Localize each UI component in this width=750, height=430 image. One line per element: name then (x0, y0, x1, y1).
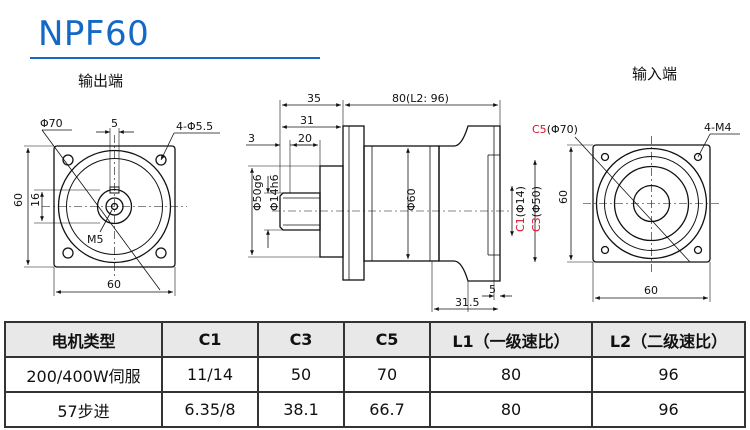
header-motor-type: 电机类型 (4, 321, 163, 358)
table-header-row: 电机类型 C1 C3 C5 L1（一级速比） L2（二级速比） (4, 321, 746, 358)
output-16-dim: 16 (29, 193, 42, 207)
side-d60-dim: Φ60 (405, 188, 418, 211)
input-flange-square (592, 144, 711, 263)
header-c3: C3 (257, 321, 345, 358)
table-cell: 200/400W伺服 (4, 356, 163, 393)
table-cell: 11/14 (161, 356, 259, 393)
header-c1: C1 (161, 321, 259, 358)
gearbox-body (363, 145, 440, 262)
side-35-dim: 35 (307, 92, 321, 105)
input-width-dim: 60 (644, 284, 658, 297)
side-c1-dim: C1(Φ14) (514, 186, 527, 232)
output-flange (342, 125, 365, 281)
output-view-label: 输出端 (78, 72, 124, 90)
output-tap-dim: M5 (87, 233, 104, 246)
side-3-dim: 3 (248, 132, 255, 145)
gearbox-side-view (246, 100, 537, 312)
technical-drawing: Φ70 5 4-Φ5.5 60 16 M5 60 (12, 92, 740, 312)
side-d50-dim: Φ50g6 (251, 174, 264, 211)
title-underline (30, 57, 320, 59)
output-bolt-hole (62, 247, 74, 259)
input-tapped-hole (693, 152, 703, 162)
side-31-dim: 31 (300, 114, 314, 127)
input-tapped-hole (693, 245, 703, 255)
table-cell: 96 (591, 356, 746, 393)
header-c5: C5 (343, 321, 431, 358)
table-cell: 96 (591, 391, 746, 428)
motor-adapter (438, 125, 501, 282)
model-title: NPF60 (38, 14, 150, 54)
output-bore-dim: Φ70 (40, 117, 63, 130)
table-cell: 38.1 (257, 391, 345, 428)
header-l2: L2（二级速比） (591, 321, 746, 358)
input-c5-dim: C5(Φ70) (532, 123, 578, 136)
output-width-dim: 60 (107, 278, 121, 291)
table-cell: 70 (343, 356, 431, 393)
input-view-label: 输入端 (632, 65, 678, 83)
input-holes-dim: 4-M4 (704, 121, 731, 134)
table-row: 57步进 6.35/8 38.1 66.7 80 96 (4, 391, 746, 428)
output-height-dim: 60 (12, 193, 25, 207)
output-key-dim: 5 (111, 117, 118, 130)
table-row: 200/400W伺服 11/14 50 70 80 96 (4, 356, 746, 393)
table-cell: 80 (429, 356, 593, 393)
pilot-boss (319, 165, 344, 258)
output-holes-dim: 4-Φ5.5 (176, 120, 213, 133)
input-height-dim: 60 (557, 190, 570, 204)
side-20-dim: 20 (298, 132, 312, 145)
table-cell: 57步进 (4, 391, 163, 428)
side-c3-dim: C3(Φ50) (530, 186, 543, 232)
side-31-5-dim: 31.5 (455, 296, 480, 309)
side-5-dim: 5 (489, 283, 496, 296)
side-d14-dim: Φ14h6 (268, 174, 281, 211)
input-tapped-hole (600, 152, 610, 162)
table-cell: 80 (429, 391, 593, 428)
table-cell: 6.35/8 (161, 391, 259, 428)
header-l1: L1（一级速比） (429, 321, 593, 358)
input-tapped-hole (600, 245, 610, 255)
table-cell: 50 (257, 356, 345, 393)
table-cell: 66.7 (343, 391, 431, 428)
output-bolt-hole (155, 247, 167, 259)
input-pilot-circle (613, 165, 690, 242)
spec-table: 电机类型 C1 C3 C5 L1（一级速比） L2（二级速比） 200/400W… (4, 321, 746, 428)
side-80-dim: 80(L2: 96) (392, 92, 449, 105)
output-shaft (279, 192, 321, 231)
input-end-view (567, 133, 740, 302)
output-end-view (24, 128, 220, 296)
